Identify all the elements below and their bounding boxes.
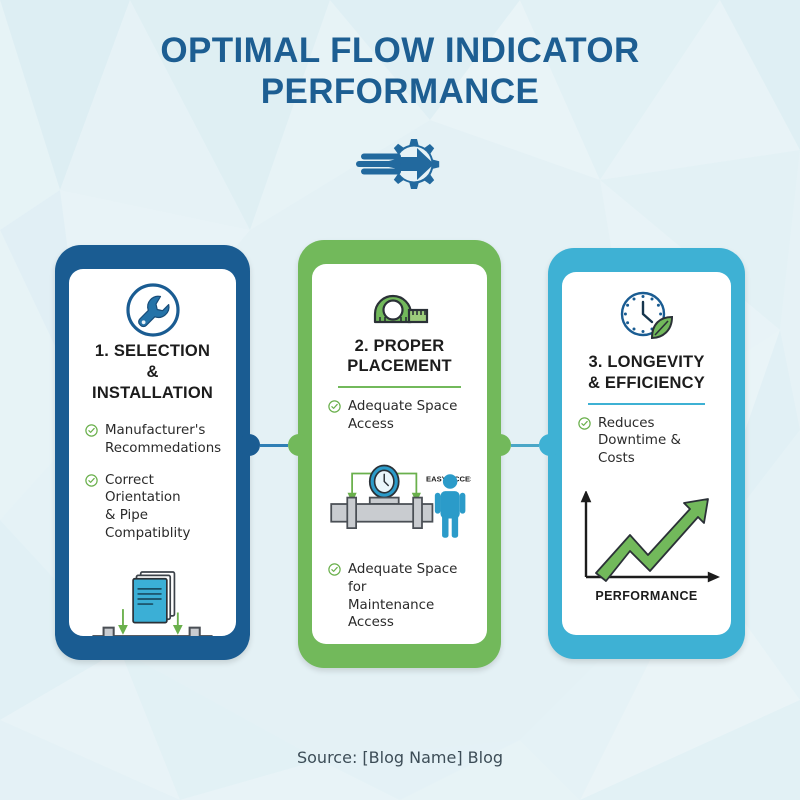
connector-dot-left xyxy=(489,434,511,456)
bullet-line: Recommedations xyxy=(105,441,222,457)
pipe-with-gauge-and-person-icon: EASY ACCESS xyxy=(330,464,471,539)
card-icon-wrapper-1 xyxy=(124,281,182,339)
card-bullets-2-top: Adequate Space Access xyxy=(328,398,471,447)
card-title-3-line1: 3. LONGEVITY xyxy=(588,353,705,371)
card-selection-installation[interactable]: 1. SELECTION & INSTALLATION Manufacturer… xyxy=(55,245,250,660)
card-title-1-line2: & INSTALLATION xyxy=(92,362,213,402)
footer: Source: [Blog Name] Blog xyxy=(0,748,800,767)
bullet-line: & Pipe Compatiblity xyxy=(105,508,191,541)
card-bullets-1: Manufacturer's Recommedations Correct Or… xyxy=(85,422,221,556)
list-item: Correct Orientation & Pipe Compatiblity xyxy=(85,472,220,543)
connector-dot-right xyxy=(288,434,310,456)
list-item: Reduces Downtime & Costs xyxy=(578,415,715,468)
list-item: Manufacturer's Recommedations xyxy=(85,422,221,457)
check-circle-icon xyxy=(578,416,591,430)
connector-line xyxy=(260,443,288,447)
card-bullets-2-bottom: Adequate Space for Maintenance Access xyxy=(328,561,471,632)
connector-line xyxy=(511,443,539,447)
page-title-line1: OPTIMAL FLOW INDICATOR xyxy=(160,31,640,70)
bullet-line: Manufacturer's xyxy=(105,423,206,439)
card-title-2-line2: PLACEMENT xyxy=(347,357,452,376)
card-title-2: 2. PROPER PLACEMENT xyxy=(347,336,451,378)
bullet-line: Correct Orientation xyxy=(105,472,181,506)
bullet-line: Maintenance Access xyxy=(348,597,435,631)
connector-1-2 xyxy=(238,433,310,457)
card-title-3: 3. LONGEVITY & EFFICIENCY xyxy=(588,352,705,394)
list-item: Adequate Space for Maintenance Access xyxy=(328,561,471,632)
check-circle-icon xyxy=(85,474,98,487)
measuring-tape-icon xyxy=(373,294,428,323)
card-longevity-efficiency[interactable]: 3. LONGEVITY & EFFICIENCY Reduces xyxy=(548,248,745,659)
card-rule-2 xyxy=(338,386,461,388)
card-icon-wrapper-2 xyxy=(369,276,431,334)
card-title-1-line1: 1. SELECTION xyxy=(94,342,211,360)
gear-flow-arrow-icon xyxy=(356,138,440,189)
card-proper-placement[interactable]: 2. PROPER PLACEMENT Adequate Space xyxy=(298,240,501,668)
card-icon-wrapper-3 xyxy=(616,284,678,350)
card-title-2-line1: 2. PROPER xyxy=(354,336,445,355)
performance-label: PERFORMANCE xyxy=(595,589,698,603)
card-rule-3 xyxy=(587,402,706,405)
growth-arrow-chart-icon xyxy=(580,491,720,583)
page-title: OPTIMAL FLOW INDICATOR PERFORMANCE xyxy=(70,30,730,113)
list-item-text: Manufacturer's Recommedations xyxy=(105,422,221,457)
list-item-text: Adequate Space for Maintenance Access xyxy=(348,561,471,632)
card-inner-1: 1. SELECTION & INSTALLATION Manufacturer… xyxy=(69,269,236,636)
wrench-in-circle-icon xyxy=(125,283,180,337)
list-item-text: Adequate Space Access xyxy=(348,398,457,433)
bullet-line: Reduces xyxy=(598,415,655,431)
header: OPTIMAL FLOW INDICATOR PERFORMANCE xyxy=(0,30,800,213)
card-illustration-3: PERFORMANCE xyxy=(578,491,720,603)
clock-with-leaf-icon xyxy=(620,291,673,340)
bullet-line: Access xyxy=(348,416,394,432)
bullet-line: Downtime & Costs xyxy=(598,433,681,466)
card-title-3-line2: & EFFICIENCY xyxy=(588,373,705,392)
connector-2-3 xyxy=(489,433,561,457)
list-item: Adequate Space Access xyxy=(328,398,471,433)
connector-dot-left xyxy=(238,434,260,456)
card-inner-3: 3. LONGEVITY & EFFICIENCY Reduces xyxy=(562,272,731,635)
connector-dot-right xyxy=(539,434,561,456)
card-title-1: 1. SELECTION & INSTALLATION xyxy=(85,341,220,403)
bullet-line: Adequate Space xyxy=(348,398,458,414)
pipe-with-manual-icon xyxy=(92,571,213,636)
card-inner-2: 2. PROPER PLACEMENT Adequate Space xyxy=(312,264,487,644)
cards-row: 1. SELECTION & INSTALLATION Manufacturer… xyxy=(0,240,800,670)
source-text: Source: [Blog Name] Blog xyxy=(296,748,504,767)
check-circle-icon xyxy=(328,563,341,576)
card-illustration-2: EASY ACCESS xyxy=(328,447,471,553)
card-bullets-3: Reduces Downtime & Costs xyxy=(578,415,715,482)
card-illustration-1 xyxy=(85,556,220,636)
check-circle-icon xyxy=(328,400,341,413)
list-item-text: Reduces Downtime & Costs xyxy=(598,415,715,468)
check-circle-icon xyxy=(85,424,98,438)
bullet-line: Adequate Space for xyxy=(348,562,458,595)
page-title-line2: PERFORMANCE xyxy=(260,72,540,112)
list-item-text: Correct Orientation & Pipe Compatiblity xyxy=(105,472,220,543)
